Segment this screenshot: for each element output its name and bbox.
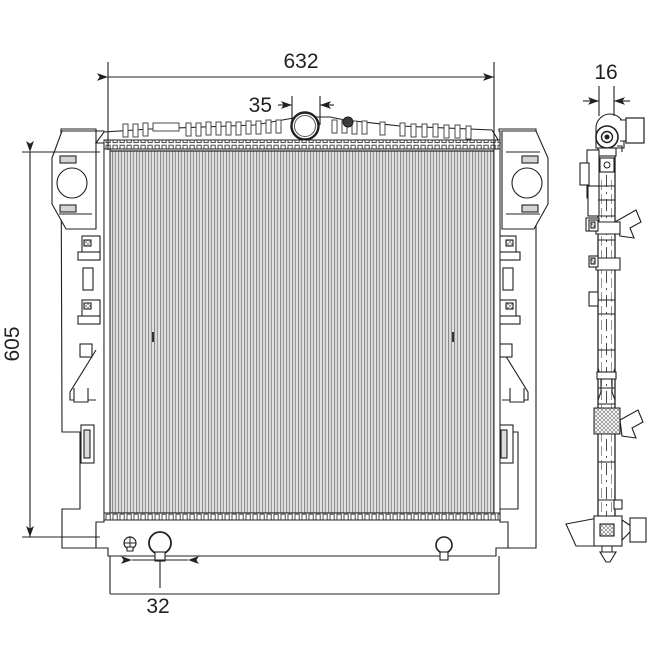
side-view-inlet xyxy=(595,113,645,173)
bottom-outlet-offset-label: 32 xyxy=(146,595,169,618)
drain-cock-icon xyxy=(123,536,137,552)
filler-neck-offset-label: 35 xyxy=(249,94,272,117)
overall-height-dimension xyxy=(22,141,100,538)
side-view xyxy=(565,113,647,563)
overall-width-label: 632 xyxy=(283,50,318,73)
core-depth-dimension xyxy=(583,86,630,116)
outlet-port-left xyxy=(148,531,172,562)
outlet-port-right xyxy=(435,536,453,561)
bottom-tank xyxy=(95,512,509,562)
front-view xyxy=(51,111,549,562)
front-view-frame xyxy=(51,128,549,549)
top-tank xyxy=(94,111,501,150)
side-view-bottom-foot xyxy=(565,499,647,563)
overall-width-dimension xyxy=(97,62,495,150)
filler-neck-offset-dimension xyxy=(278,96,334,125)
core-depth-label: 16 xyxy=(594,61,617,84)
bottom-outlet-offset-dimension xyxy=(109,556,500,595)
radiator-core xyxy=(103,148,501,516)
overall-height-label: 605 xyxy=(1,326,24,361)
